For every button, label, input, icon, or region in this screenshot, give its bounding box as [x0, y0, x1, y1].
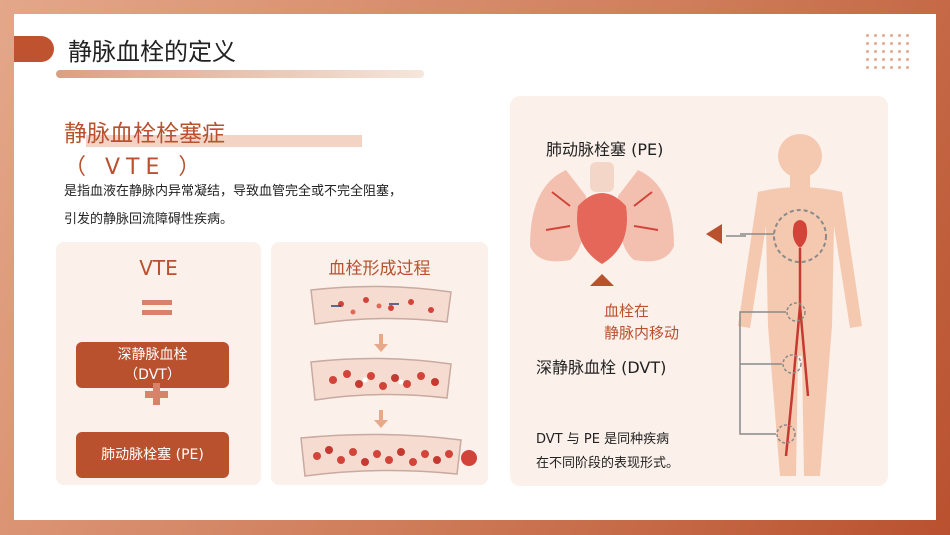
decorative-dot — [906, 66, 909, 69]
arrow-left-icon — [706, 224, 722, 244]
note-line-1: DVT 与 PE 是同种疾病 — [536, 432, 670, 447]
decorative-dot — [866, 58, 869, 61]
decorative-dot — [882, 58, 885, 61]
decorative-dot — [906, 42, 909, 45]
lungs-heart-icon — [530, 162, 674, 264]
slide-card: 静脉血栓的定义 静脉血栓栓塞症 （ VTE ） 是指血液在静脉内异常凝结，导致血… — [14, 14, 936, 520]
decorative-dot — [898, 42, 901, 45]
vein-callout-2 — [782, 354, 802, 374]
decorative-dot — [898, 34, 901, 37]
dvt-box-line-2: （DVT） — [124, 367, 181, 383]
decorative-dot — [874, 34, 877, 37]
arrow-down-icon-2 — [374, 410, 388, 428]
decorative-dot — [874, 42, 877, 45]
decorative-dot — [866, 34, 869, 37]
vessel-stage-2 — [310, 357, 452, 401]
vte-formula-panel: VTE 深静脉血栓 （DVT） 肺动脉栓塞 (PE) — [56, 242, 261, 485]
formula-vte-label: VTE — [139, 256, 178, 280]
process-title: 血栓形成过程 — [328, 259, 431, 279]
decorative-dot — [890, 58, 893, 61]
vessel-stage-1 — [310, 285, 452, 325]
decorative-dot — [882, 66, 885, 69]
equals-sign-bottom — [142, 310, 172, 315]
description-line-1: 是指血液在静脉内异常凝结，导致血管完全或不完全阻塞， — [64, 184, 403, 199]
decorative-dot — [874, 58, 877, 61]
decorative-dot — [890, 42, 893, 45]
vein-callout-1 — [786, 302, 806, 322]
decorative-dot — [882, 42, 885, 45]
title-accent-pill — [14, 36, 54, 62]
equals-sign-top — [142, 300, 172, 305]
dvt-box-line-1: 深静脉血栓 — [117, 347, 188, 363]
anatomy-illustration — [530, 134, 862, 476]
pe-anatomy-label: 肺动脉栓塞 (PE) — [546, 140, 664, 159]
vessel-illustration — [300, 285, 477, 477]
decorative-dot — [874, 50, 877, 53]
heart-callout-circle — [773, 209, 827, 263]
summary-note: DVT 与 PE 是同种疾病 在不同阶段的表现形式。 — [536, 428, 679, 476]
vein-callout-3 — [776, 424, 796, 444]
decorative-dot — [866, 66, 869, 69]
pe-box: 肺动脉栓塞 (PE) — [76, 432, 229, 478]
migration-label: 血栓在 静脉内移动 — [604, 300, 679, 344]
decorative-dot — [866, 50, 869, 53]
vessel-stage-3 — [300, 433, 477, 477]
decorative-dot — [874, 66, 877, 69]
decorative-dot — [882, 50, 885, 53]
decorative-dot — [898, 50, 901, 53]
vte-heading: 静脉血栓栓塞症 — [64, 121, 225, 147]
decorative-dot — [906, 50, 909, 53]
decorative-dot — [890, 66, 893, 69]
arrow-down-icon — [374, 334, 388, 352]
migration-line-1: 血栓在 — [604, 302, 650, 320]
decorative-dot-grid — [866, 34, 916, 76]
thrombus-process-panel: 血栓形成过程 — [271, 242, 488, 485]
dvt-box: 深静脉血栓 （DVT） — [76, 342, 229, 388]
vte-description: 是指血液在静脉内异常凝结，导致血管完全或不完全阻塞， 引发的静脉回流障碍性疾病。 — [64, 178, 484, 234]
dvt-anatomy-label: 深静脉血栓 (DVT) — [536, 358, 667, 377]
decorative-dot — [898, 58, 901, 61]
page-title: 静脉血栓的定义 — [68, 38, 236, 66]
decorative-dot — [898, 66, 901, 69]
description-line-2: 引发的静脉回流障碍性疾病。 — [64, 212, 234, 227]
decorative-dot — [890, 34, 893, 37]
decorative-dot — [882, 34, 885, 37]
note-line-2: 在不同阶段的表现形式。 — [536, 456, 680, 471]
anatomy-panel: 肺动脉栓塞 (PE) 血栓在 静脉内移动 深静脉血栓 (DVT) DVT 与 P… — [510, 96, 888, 486]
callout-connector — [739, 233, 786, 435]
decorative-dot — [906, 34, 909, 37]
pe-box-label: 肺动脉栓塞 (PE) — [101, 447, 204, 463]
decorative-dot — [890, 50, 893, 53]
human-body-silhouette — [738, 134, 862, 476]
plus-icon — [145, 391, 168, 398]
migration-line-2: 静脉内移动 — [604, 324, 680, 342]
heading-highlight — [86, 135, 362, 147]
title-underline — [56, 70, 424, 78]
arrow-up-icon — [590, 274, 614, 286]
decorative-dot — [866, 42, 869, 45]
vte-heading-abbr: （ VTE ） — [64, 155, 207, 180]
decorative-dot — [906, 58, 909, 61]
